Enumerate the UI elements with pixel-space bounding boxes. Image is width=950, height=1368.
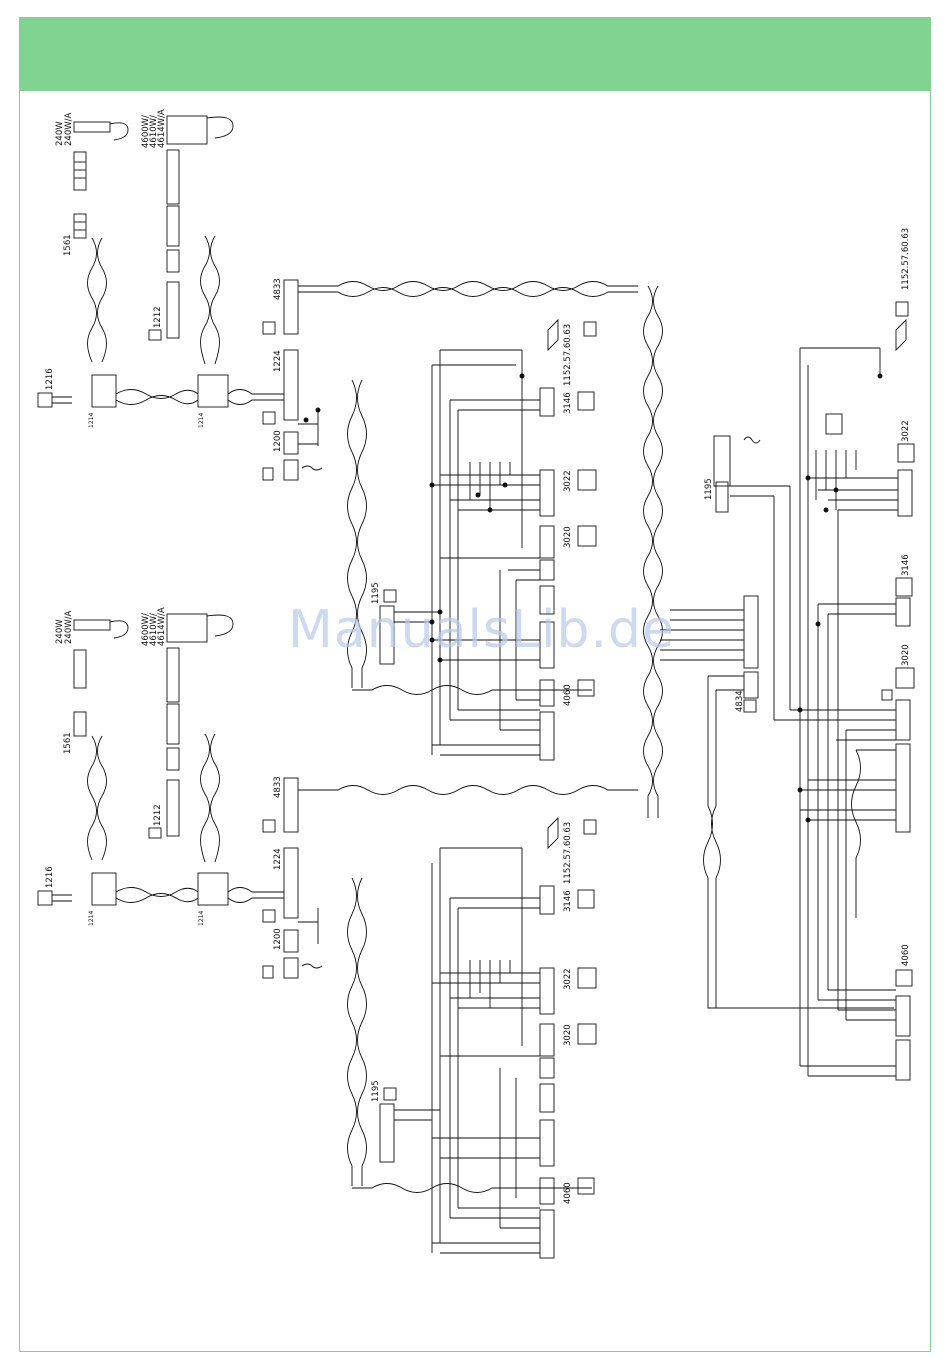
- device-icon-1212-top: [149, 330, 161, 340]
- label-4060-right: 4060: [901, 944, 911, 966]
- label-1195-top: 1195: [371, 582, 381, 604]
- label-1200-top: 1200: [273, 430, 283, 452]
- label-4833-top: 4833: [273, 278, 283, 300]
- label-1214-a-bottom: 1214: [88, 911, 95, 926]
- label-1214-b-top: 1214: [198, 413, 205, 428]
- label-3022-right: 3022: [901, 420, 911, 442]
- handset-240w-top: [74, 122, 128, 140]
- label-1212-top: 1212: [153, 306, 163, 328]
- label-1224-bottom: 1224: [273, 848, 283, 870]
- label-4614w-a: 4614W/A: [157, 109, 167, 148]
- device-icon-4833-top: [263, 322, 275, 334]
- device-icon-1200-top: [263, 468, 273, 480]
- label-1561-bottom: 1561: [63, 732, 73, 754]
- label-1200-bottom: 1200: [273, 928, 283, 950]
- label-240w-a: 240W/A: [64, 113, 74, 146]
- label-1195-bottom: 1195: [371, 1080, 381, 1102]
- label-3022-top: 3022: [563, 470, 573, 492]
- unit-4833-top: [284, 280, 298, 334]
- label-1152-bottom: 1152.57.60.63: [563, 822, 573, 884]
- label-4834: 4834: [735, 690, 745, 712]
- label-4833-bottom: 4833: [273, 776, 283, 798]
- label-1195-right: 1195: [704, 478, 714, 500]
- unit-1214-a-top: [92, 375, 116, 407]
- label-3146-top: 3146: [563, 392, 573, 414]
- unit-1212-top: [167, 282, 179, 338]
- right-section: [660, 302, 914, 1080]
- terminal-strip-1561-top: [74, 152, 86, 238]
- label-1224-top: 1224: [273, 350, 283, 372]
- label-1216-bottom: 1216: [45, 866, 55, 888]
- unit-1200-top: [284, 432, 298, 454]
- label-4060-bottom: 4060: [563, 1182, 573, 1204]
- label-1561-top: 1561: [63, 234, 73, 256]
- label-1216-top: 1216: [45, 368, 55, 390]
- unit-transformer-top: [284, 460, 298, 480]
- label-3146-bottom: 3146: [563, 890, 573, 912]
- device-icon-1224-top: [263, 412, 275, 424]
- label-1214-b-bottom: 1214: [198, 911, 205, 926]
- label-1152-right: 1152.57.60.63: [901, 228, 911, 290]
- label-4060-top: 4060: [563, 684, 573, 706]
- label-3020-right: 3020: [901, 644, 911, 666]
- label-3020-bottom: 3020: [563, 1024, 573, 1046]
- unit-1214-b-top: [198, 375, 228, 407]
- label-3022-bottom: 3022: [563, 968, 573, 990]
- label-1212-bottom: 1212: [153, 804, 163, 826]
- label-1214-a-top: 1214: [88, 413, 95, 428]
- handset-4600w-top: [167, 116, 233, 272]
- label-4614w-a-bottom: 4614W/A: [157, 607, 167, 646]
- label-1152-top: 1152.57.60.63: [563, 324, 573, 386]
- unit-1224-top: [284, 350, 298, 420]
- unit-1216-top: [38, 393, 52, 407]
- label-240w-a-bottom: 240W/A: [64, 611, 74, 644]
- label-3146-right: 3146: [901, 554, 911, 576]
- label-3020-top: 3020: [563, 526, 573, 548]
